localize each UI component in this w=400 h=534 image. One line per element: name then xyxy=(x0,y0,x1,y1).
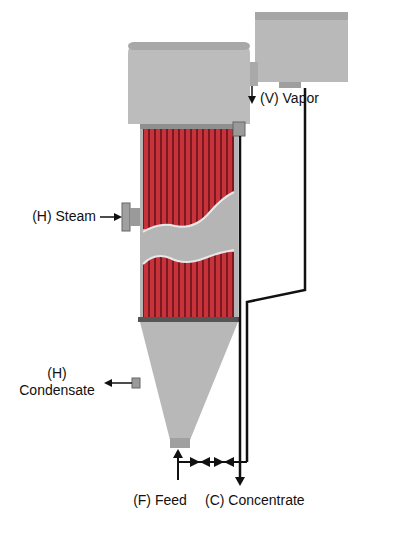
arrow-head xyxy=(248,96,256,104)
head-top xyxy=(128,42,250,50)
arrow-head xyxy=(104,379,112,387)
feed-nozzle xyxy=(170,438,190,448)
condensate-arrow xyxy=(112,382,132,384)
tube-sheet xyxy=(140,124,238,129)
condensate-nozzle xyxy=(132,378,140,388)
arrow-head xyxy=(235,477,245,486)
valve-symbol xyxy=(224,457,234,467)
vapor-nozzle xyxy=(279,82,301,88)
stream-label: (V) Vapor xyxy=(260,90,370,107)
stream-label: (C) Concentrate xyxy=(205,492,325,509)
steam-flange xyxy=(122,203,130,231)
stream-label: (H) Condensate xyxy=(14,365,100,399)
stream-label: (H) Steam xyxy=(10,208,96,225)
separator-top xyxy=(255,12,348,20)
cutaway-edge xyxy=(143,250,234,264)
separator-body xyxy=(255,12,348,82)
valve-symbol xyxy=(200,457,210,467)
shell-cover xyxy=(143,250,234,264)
evaporator-shell xyxy=(140,124,238,322)
bottom-tube-sheet xyxy=(138,317,240,322)
feed-pipe xyxy=(178,461,247,463)
concentrate-pipe xyxy=(239,136,242,462)
bottom-cone xyxy=(140,322,238,440)
valve-symbol xyxy=(214,457,224,467)
stream-label: (F) Feed xyxy=(120,492,200,509)
steam-arrow xyxy=(100,216,116,218)
arrow-head xyxy=(173,449,183,458)
concentrate-outlet xyxy=(233,122,245,136)
recirculation-pipe xyxy=(247,88,305,462)
cutaway-edge xyxy=(143,192,234,232)
steam-nozzle xyxy=(130,208,140,226)
arrow-head xyxy=(114,213,122,221)
shell-cover xyxy=(143,192,234,232)
concentrate-arrow xyxy=(239,462,242,478)
valve-symbol xyxy=(190,457,200,467)
evaporator-head xyxy=(128,42,250,124)
feed-arrow xyxy=(177,456,179,480)
